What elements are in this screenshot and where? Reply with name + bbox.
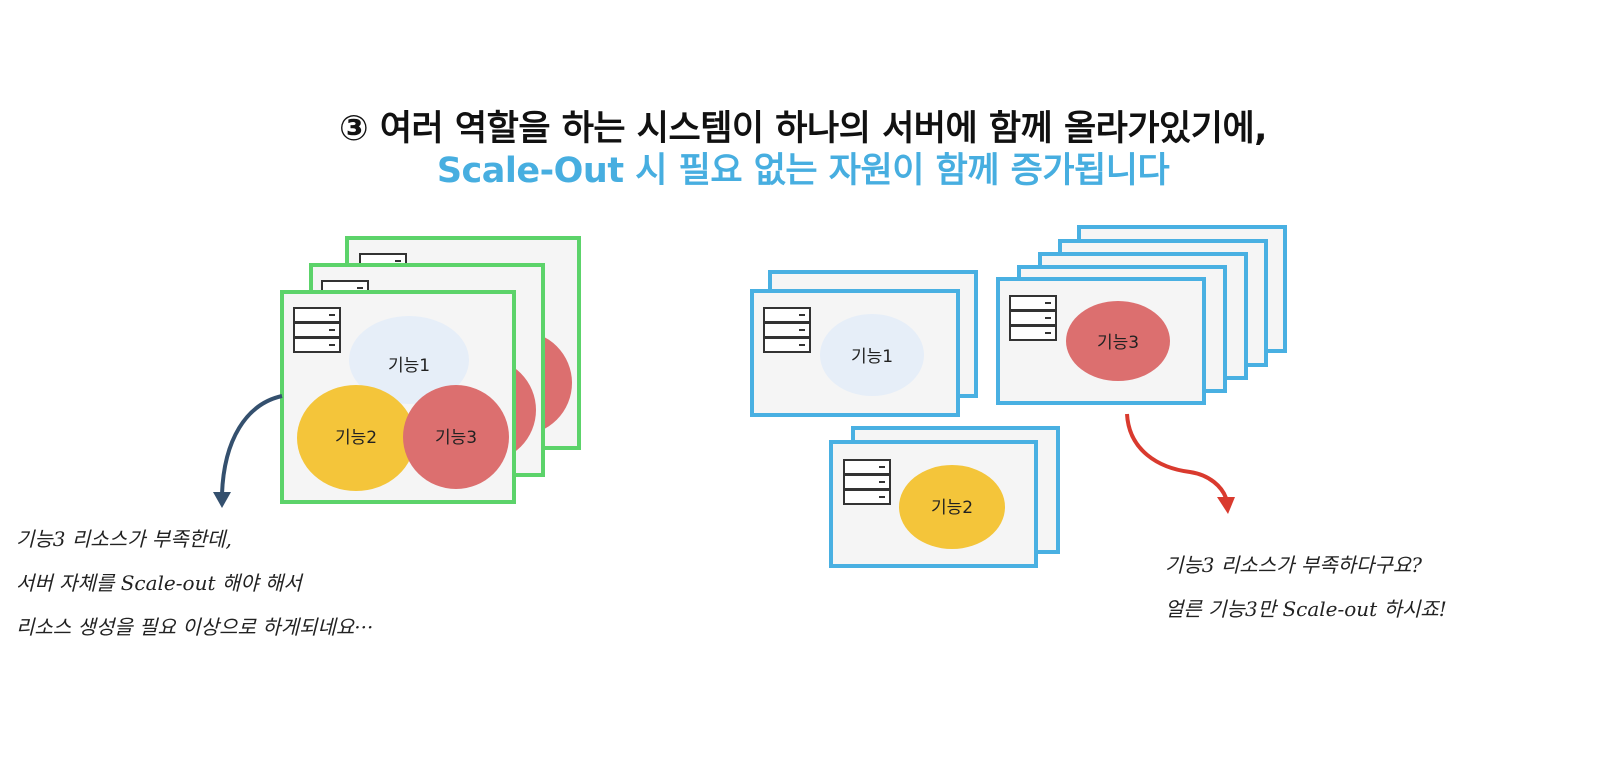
left-curved-arrow: [220, 394, 283, 495]
right-arrowhead: [1217, 497, 1235, 514]
f1-label: 기능1: [388, 356, 430, 376]
right-f1-stack: 기능1: [750, 270, 978, 417]
right-curved-arrow: [1125, 413, 1228, 499]
left-note: 기능3 리소스가 부족한데, 서버 자체를 Scale-out 해야 해서 리소…: [16, 517, 373, 649]
right-note-line-2: 얼른 기능3만 Scale-out 하시죠!: [1165, 597, 1447, 621]
right-note-line-1: 기능3 리소스가 부족하다구요?: [1165, 553, 1422, 577]
f3-circle: [1066, 301, 1170, 381]
f2-label: 기능2: [335, 428, 377, 448]
left-note-line-3: 리소스 생성을 필요 이상으로 하게되네요···: [16, 615, 374, 639]
f3-circle: [403, 385, 509, 489]
server-icon: [293, 307, 341, 353]
f2-circle: [297, 385, 415, 491]
f1-label: 기능1: [851, 347, 893, 367]
left-note-line-2: 서버 자체를 Scale-out 해야 해서: [16, 571, 302, 595]
right-note: 기능3 리소스가 부족하다구요? 얼른 기능3만 Scale-out 하시죠!: [1165, 543, 1447, 631]
f1-circle: [349, 316, 469, 404]
left-note-line-1: 기능3 리소스가 부족한데,: [16, 527, 232, 551]
left-server-stack: 기능1 기능2 기능3: [280, 236, 581, 504]
title-line-2: Scale-Out 시 필요 없는 자원이 함께 증가됩니다: [436, 151, 1170, 191]
f1-circle: [820, 314, 924, 396]
server-icon: [843, 459, 891, 505]
left-arrowhead: [213, 492, 231, 508]
title-line-1: ③ 여러 역할을 하는 시스템이 하나의 서버에 함께 올라가있기에,: [339, 109, 1267, 149]
right-f2-stack: 기능2: [829, 426, 1060, 568]
right-f3-stack: 기능3: [996, 225, 1287, 405]
server-icon: [1009, 295, 1057, 341]
f3-label: 기능3: [435, 428, 477, 448]
f2-circle: [899, 465, 1005, 549]
f3-label: 기능3: [1097, 333, 1139, 353]
f2-label: 기능2: [931, 498, 973, 518]
server-icon: [763, 307, 811, 353]
